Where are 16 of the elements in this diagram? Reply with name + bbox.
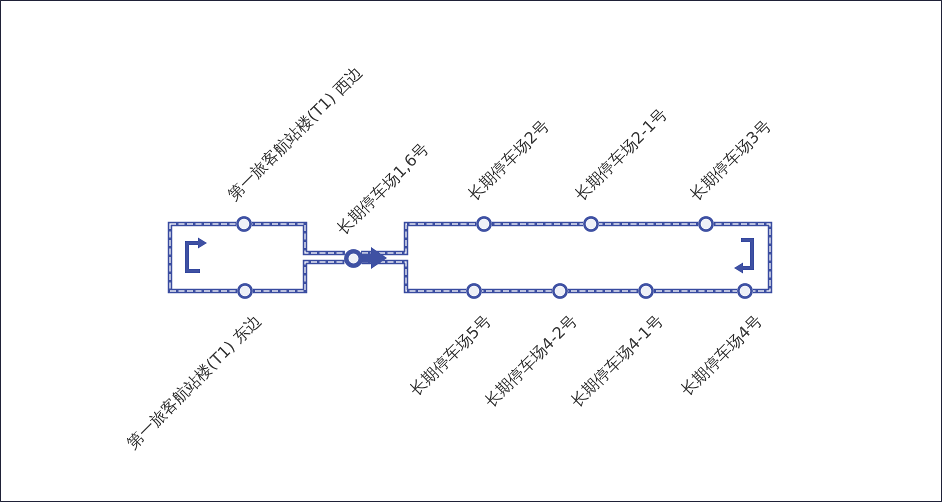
route-line	[714, 222, 772, 294]
stop-label: 长期停车场2-1号	[570, 104, 672, 206]
route-line	[168, 222, 237, 294]
route-line	[253, 260, 344, 294]
route-line	[568, 288, 638, 294]
stop-label: 长期停车场2号	[464, 116, 554, 206]
route-line	[252, 222, 345, 256]
route-line	[361, 222, 476, 256]
route-line	[654, 288, 737, 294]
route-line	[362, 260, 466, 294]
route-line	[482, 288, 552, 294]
route-line	[599, 222, 698, 226]
stop-label: 长期停车场1,6号	[332, 139, 433, 240]
stop-label: 长期停车场3号	[686, 116, 776, 206]
stop-label: 长期停车场4号	[676, 310, 766, 400]
route-line	[492, 222, 583, 226]
